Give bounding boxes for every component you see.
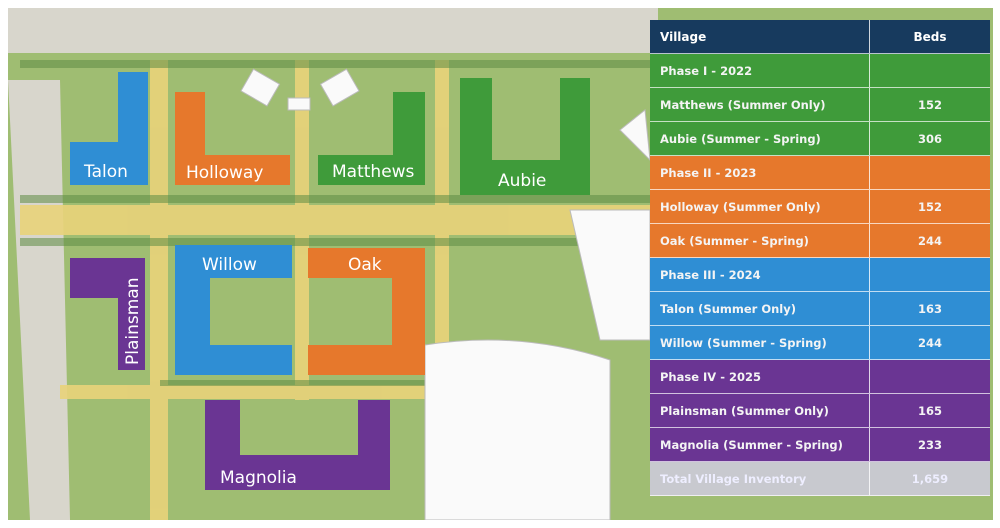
roads: [8, 8, 658, 520]
village-cell: Phase III - 2024: [650, 257, 870, 292]
beds-cell: 165: [869, 393, 990, 428]
table-row: Magnolia (Summer - Spring)233: [650, 427, 990, 462]
label-willow: Willow: [202, 255, 257, 275]
phase-row: Phase IV - 2025: [650, 359, 990, 394]
header-beds: Beds: [869, 20, 990, 54]
table-header: Village Beds: [650, 20, 990, 54]
table-row: Talon (Summer Only)163: [650, 291, 990, 326]
beds-cell: 244: [869, 223, 990, 258]
village-cell: Willow (Summer - Spring): [650, 325, 870, 360]
village-cell: Matthews (Summer Only): [650, 87, 870, 122]
trees: [20, 60, 650, 386]
beds-cell: [869, 359, 990, 394]
building-willow[interactable]: Willow: [175, 245, 292, 375]
village-cell: Plainsman (Summer Only): [650, 393, 870, 428]
table-row: Aubie (Summer - Spring)306: [650, 121, 990, 156]
village-cell: Phase I - 2022: [650, 53, 870, 88]
phase-row: Phase I - 2022: [650, 53, 990, 88]
label-matthews: Matthews: [332, 162, 415, 182]
building-oak[interactable]: Oak: [308, 248, 425, 375]
table-row: Matthews (Summer Only)152: [650, 87, 990, 122]
label-oak: Oak: [348, 255, 382, 275]
beds-cell: 152: [869, 189, 990, 224]
table-row: Holloway (Summer Only)152: [650, 189, 990, 224]
phase-row: Phase II - 2023: [650, 155, 990, 190]
beds-cell: 244: [869, 325, 990, 360]
phase-row: Phase III - 2024: [650, 257, 990, 292]
village-cell: Total Village Inventory: [650, 461, 870, 496]
beds-cell: 233: [869, 427, 990, 462]
label-magnolia: Magnolia: [220, 468, 297, 488]
building-magnolia[interactable]: Magnolia: [205, 400, 390, 490]
beds-cell: [869, 155, 990, 190]
beds-cell: 163: [869, 291, 990, 326]
village-cell: Phase IV - 2025: [650, 359, 870, 394]
building-talon[interactable]: Talon: [70, 72, 148, 185]
village-cell: Phase II - 2023: [650, 155, 870, 190]
village-cell: Holloway (Summer Only): [650, 189, 870, 224]
village-cell: Aubie (Summer - Spring): [650, 121, 870, 156]
beds-cell: 1,659: [869, 461, 990, 496]
beds-cell: 306: [869, 121, 990, 156]
label-plainsman: Plainsman: [123, 278, 143, 366]
table-row: Plainsman (Summer Only)165: [650, 393, 990, 428]
beds-cell: 152: [869, 87, 990, 122]
building-matthews[interactable]: Matthews: [318, 92, 425, 185]
village-beds-table: Village Beds Phase I - 2022 Matthews (Su…: [650, 20, 990, 496]
building-plainsman[interactable]: Plainsman: [70, 258, 145, 370]
label-holloway: Holloway: [186, 163, 263, 183]
village-cell: Talon (Summer Only): [650, 291, 870, 326]
paths: [20, 60, 650, 520]
label-aubie: Aubie: [498, 171, 546, 191]
table-row: Willow (Summer - Spring)244: [650, 325, 990, 360]
building-aubie[interactable]: Aubie: [460, 78, 590, 195]
building-holloway[interactable]: Holloway: [175, 92, 290, 185]
village-cell: Magnolia (Summer - Spring): [650, 427, 870, 462]
beds-cell: [869, 257, 990, 292]
header-village: Village: [650, 20, 870, 54]
label-talon: Talon: [83, 162, 128, 182]
village-cell: Oak (Summer - Spring): [650, 223, 870, 258]
table-row: Oak (Summer - Spring)244: [650, 223, 990, 258]
beds-cell: [869, 53, 990, 88]
